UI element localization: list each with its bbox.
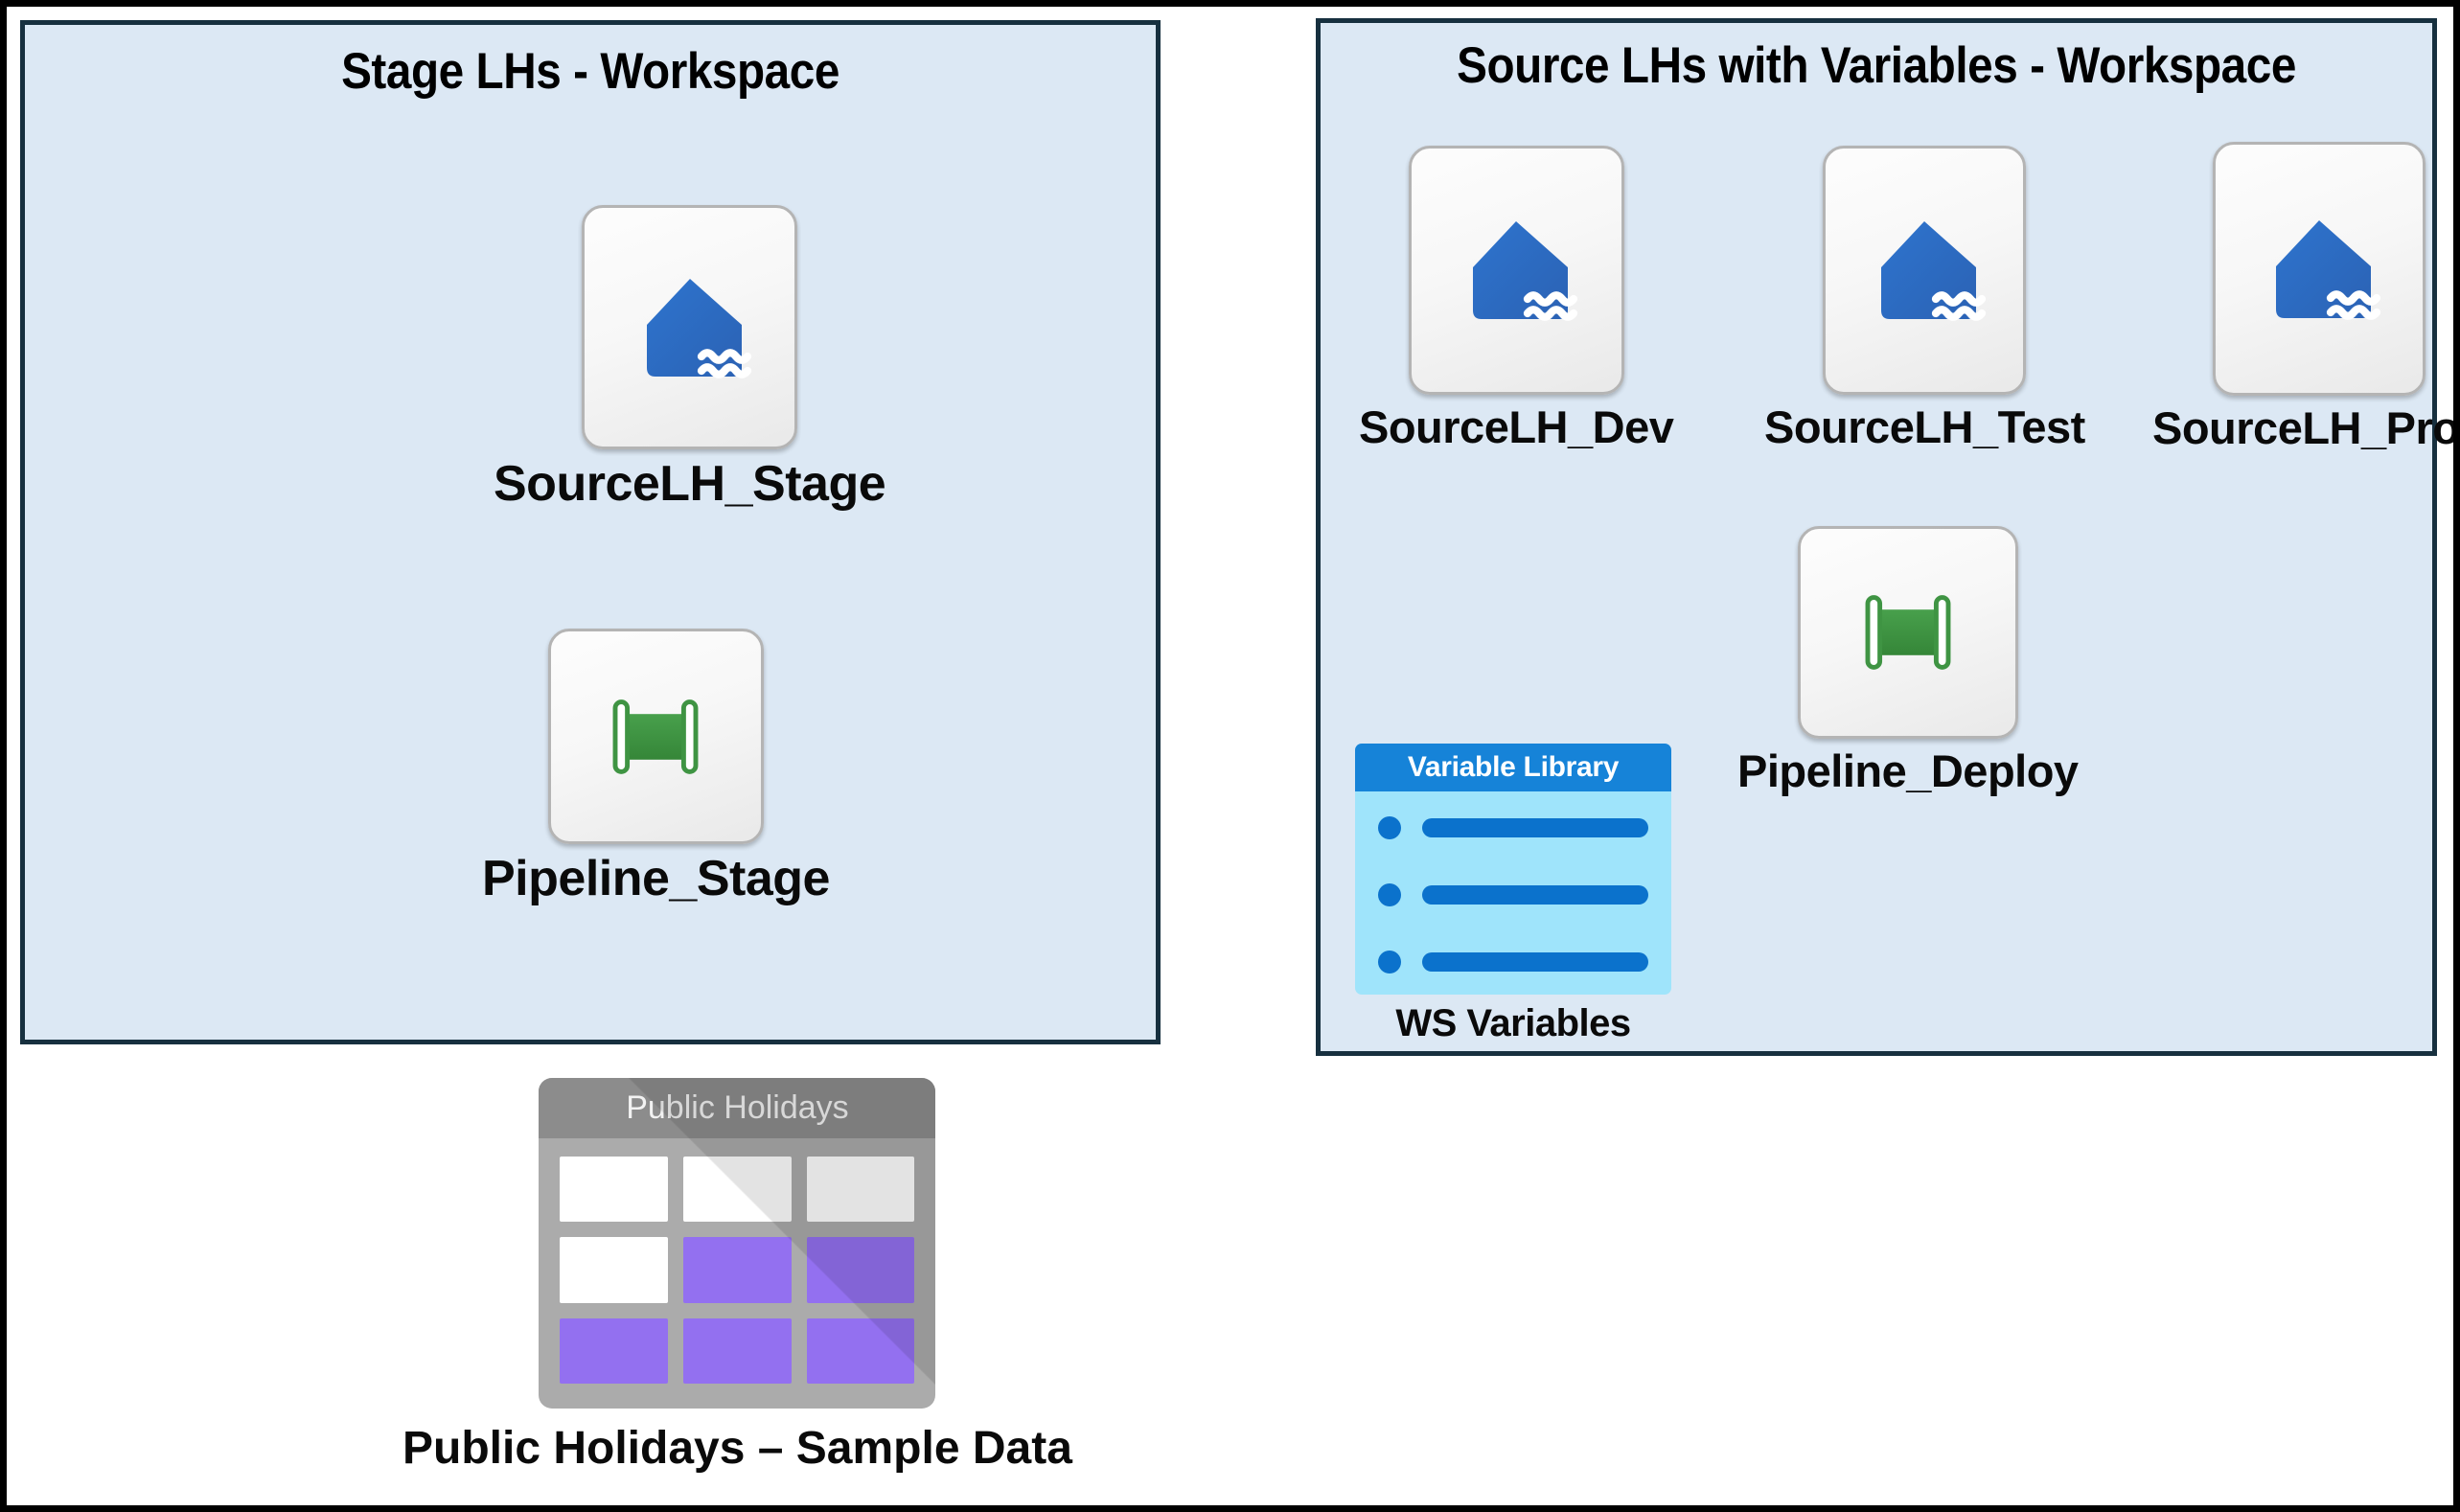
public-holidays-table-icon[interactable]: Public Holidays bbox=[539, 1078, 936, 1409]
table-cell bbox=[806, 1237, 915, 1303]
lakehouse-icon[interactable] bbox=[1408, 146, 1624, 395]
table-cell bbox=[560, 1157, 669, 1223]
variable-library-row bbox=[1378, 816, 1648, 839]
variable-library-body bbox=[1355, 791, 1671, 995]
variable-library-header: Variable Library bbox=[1355, 744, 1671, 791]
workspace-panel-source: Source LHs with Variables - Workspace So… bbox=[1316, 18, 2453, 1056]
item-label: SourceLH_Dev bbox=[1359, 401, 1674, 452]
item-label: Public Holidays – Sample Data bbox=[402, 1423, 1072, 1474]
item-label: SourceLH_Test bbox=[1764, 401, 2085, 452]
value-bar bbox=[1422, 818, 1648, 837]
item-ws-variables[interactable]: Variable Library WS Varia bbox=[1355, 744, 1671, 1045]
variable-library-row bbox=[1378, 951, 1648, 974]
item-sourcelh-prod[interactable]: SourceLH_Prod bbox=[2152, 142, 2460, 454]
bullet-dot-icon bbox=[1378, 883, 1401, 906]
value-bar bbox=[1422, 885, 1648, 905]
bullet-dot-icon bbox=[1378, 951, 1401, 974]
item-pipeline-deploy[interactable]: Pipeline_Deploy bbox=[1737, 526, 2079, 797]
lakehouse-icon[interactable] bbox=[2213, 142, 2426, 396]
value-bar bbox=[1422, 952, 1648, 972]
lakehouse-icon[interactable] bbox=[1823, 146, 2027, 395]
table-cell bbox=[560, 1237, 669, 1303]
table-cell bbox=[683, 1157, 792, 1223]
bullet-dot-icon bbox=[1378, 816, 1401, 839]
variable-library-row bbox=[1378, 883, 1648, 906]
item-public-holidays[interactable]: Public Holidays Public Holidays – Sample… bbox=[402, 1078, 1072, 1475]
variable-library-icon[interactable]: Variable Library bbox=[1355, 744, 1671, 995]
table-cell bbox=[683, 1317, 792, 1384]
panel-title-source: Source LHs with Variables - Workspace bbox=[1457, 37, 2296, 94]
item-label: SourceLH_Prod bbox=[2152, 402, 2460, 453]
table-cell bbox=[806, 1157, 915, 1223]
workspace-panel-stage: Stage LHs - Workspace bbox=[20, 20, 1161, 1044]
table-cell bbox=[560, 1317, 669, 1384]
pipeline-icon[interactable] bbox=[547, 629, 764, 844]
item-sourcelh-stage[interactable]: SourceLH_Stage bbox=[494, 205, 886, 513]
panel-title-stage: Stage LHs - Workspace bbox=[341, 43, 839, 100]
item-pipeline-stage[interactable]: Pipeline_Stage bbox=[482, 629, 830, 907]
item-label: SourceLH_Stage bbox=[494, 456, 886, 512]
public-holidays-grid bbox=[560, 1157, 915, 1384]
item-sourcelh-test[interactable]: SourceLH_Test bbox=[1764, 146, 2085, 453]
pipeline-icon[interactable] bbox=[1797, 526, 2018, 739]
public-holidays-table-header: Public Holidays bbox=[539, 1078, 936, 1138]
item-label: Pipeline_Stage bbox=[482, 851, 830, 906]
table-cell bbox=[683, 1237, 792, 1303]
item-label: WS Variables bbox=[1395, 1002, 1631, 1044]
lakehouse-icon[interactable] bbox=[582, 205, 798, 449]
item-label: Pipeline_Deploy bbox=[1737, 745, 2079, 796]
table-cell bbox=[806, 1317, 915, 1384]
item-sourcelh-dev[interactable]: SourceLH_Dev bbox=[1359, 146, 1674, 453]
